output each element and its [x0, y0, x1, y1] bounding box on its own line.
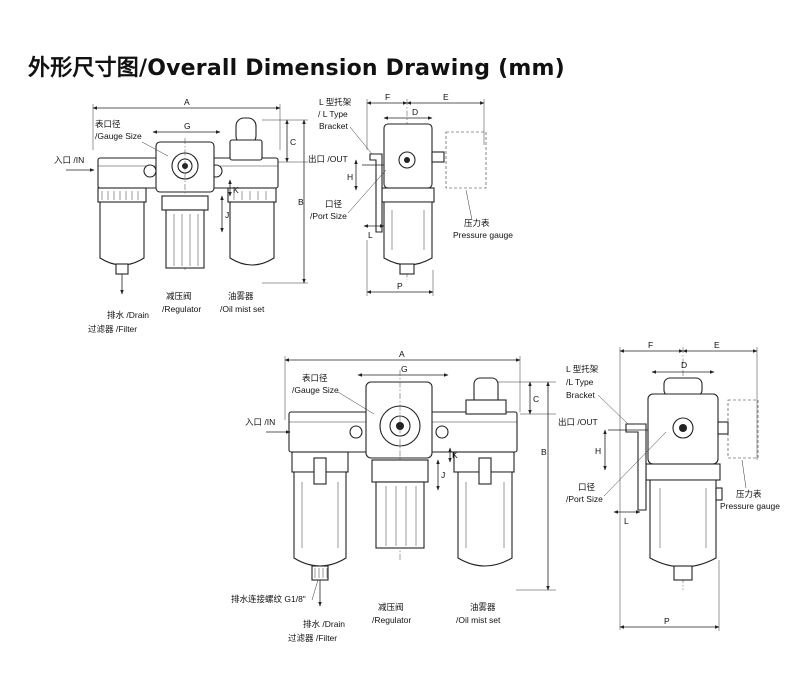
regulator-en-label: /Regulator	[162, 304, 201, 314]
top-front-view: A G C B	[54, 97, 308, 334]
bracket-en2-label: Bracket	[319, 121, 348, 131]
regulator-cn-label-2: 减压阀	[378, 602, 404, 612]
in-label-2: 入口 /IN	[245, 417, 275, 427]
dim-j-label-2: J	[441, 470, 445, 480]
gauge-size-cn-label: 表口径	[95, 119, 121, 129]
gauge-size-en-label-2: /Gauge Size	[292, 385, 339, 395]
dim-f-label: F	[385, 92, 390, 102]
oil-mist-cn-label: 油雾器	[228, 291, 254, 301]
regulator-en-label-2: /Regulator	[372, 615, 411, 625]
gauge-size-en-label: /Gauge Size	[95, 131, 142, 141]
dim-f-label-2: F	[648, 340, 653, 350]
dim-e-label: E	[443, 92, 449, 102]
dim-c-label-2: C	[533, 394, 539, 404]
oil-mist-en-label: /Oil mist set	[220, 304, 265, 314]
drain-label: 排水 /Drain	[107, 310, 149, 320]
drain-label-2: 排水 /Drain	[303, 619, 345, 629]
dim-d-label: D	[412, 107, 418, 117]
port-size-en-label-2: /Port Size	[566, 494, 603, 504]
dim-j-label: J	[225, 210, 229, 220]
dim-b-label-2: B	[541, 447, 547, 457]
dim-e-label-2: E	[714, 340, 720, 350]
dim-d-label-2: D	[681, 360, 687, 370]
pressure-gauge-en-label: Pressure gauge	[453, 230, 513, 240]
dim-g-label-2: G	[401, 364, 408, 374]
bracket-cn-label: L 型托架	[319, 97, 352, 107]
port-size-en-label: /Port Size	[310, 211, 347, 221]
dim-p-label-2: P	[664, 616, 670, 626]
dim-l-label-2: L	[624, 516, 629, 526]
dim-l-label: L	[368, 230, 373, 240]
filter-label: 过滤器 /Filter	[88, 324, 137, 334]
dim-k-label: K	[233, 185, 239, 195]
filter-label-2: 过滤器 /Filter	[288, 633, 337, 643]
gauge-size-cn-label-2: 表口径	[302, 373, 328, 383]
top-side-view: F E D H L P L 型托架 / L Type Bracket	[308, 92, 513, 296]
dim-a-label: A	[184, 97, 190, 107]
dim-b-label: B	[298, 197, 304, 207]
bottom-front-view: A G C B	[231, 349, 556, 643]
dim-k-label-2: K	[452, 450, 458, 460]
drain-thread-label: 排水连接螺纹 G1/8"	[231, 594, 306, 604]
page-title: 外形尺寸图/Overall Dimension Drawing (mm)	[28, 56, 565, 81]
bracket-en2-label-2: Bracket	[566, 390, 595, 400]
pressure-gauge-cn-label: 压力表	[464, 218, 490, 228]
dim-g-label: G	[184, 121, 191, 131]
pressure-gauge-cn-label-2: 压力表	[736, 489, 762, 499]
bracket-en-label-2: /L Type	[566, 377, 594, 387]
in-label: 入口 /IN	[54, 155, 84, 165]
oil-mist-en-label-2: /Oil mist set	[456, 615, 501, 625]
bottom-side-view: F E D H L P L 型托架 /L Type Bracket	[558, 340, 780, 631]
oil-mist-cn-label-2: 油雾器	[470, 602, 496, 612]
dim-h-label: H	[347, 172, 353, 182]
regulator-cn-label: 减压阀	[166, 291, 192, 301]
dim-p-label: P	[397, 281, 403, 291]
port-size-cn-label-2: 口径	[578, 482, 596, 492]
dim-h-label-2: H	[595, 446, 601, 456]
dim-c-label: C	[290, 137, 296, 147]
out-label-2: 出口 /OUT	[558, 417, 598, 427]
pressure-gauge-en-label-2: Pressure gauge	[720, 501, 780, 511]
dim-a-label-2: A	[399, 349, 405, 359]
out-label: 出口 /OUT	[308, 154, 348, 164]
bracket-cn-label-2: L 型托架	[566, 364, 599, 374]
port-size-cn-label: 口径	[325, 199, 343, 209]
bracket-en-label: / L Type	[318, 109, 348, 119]
